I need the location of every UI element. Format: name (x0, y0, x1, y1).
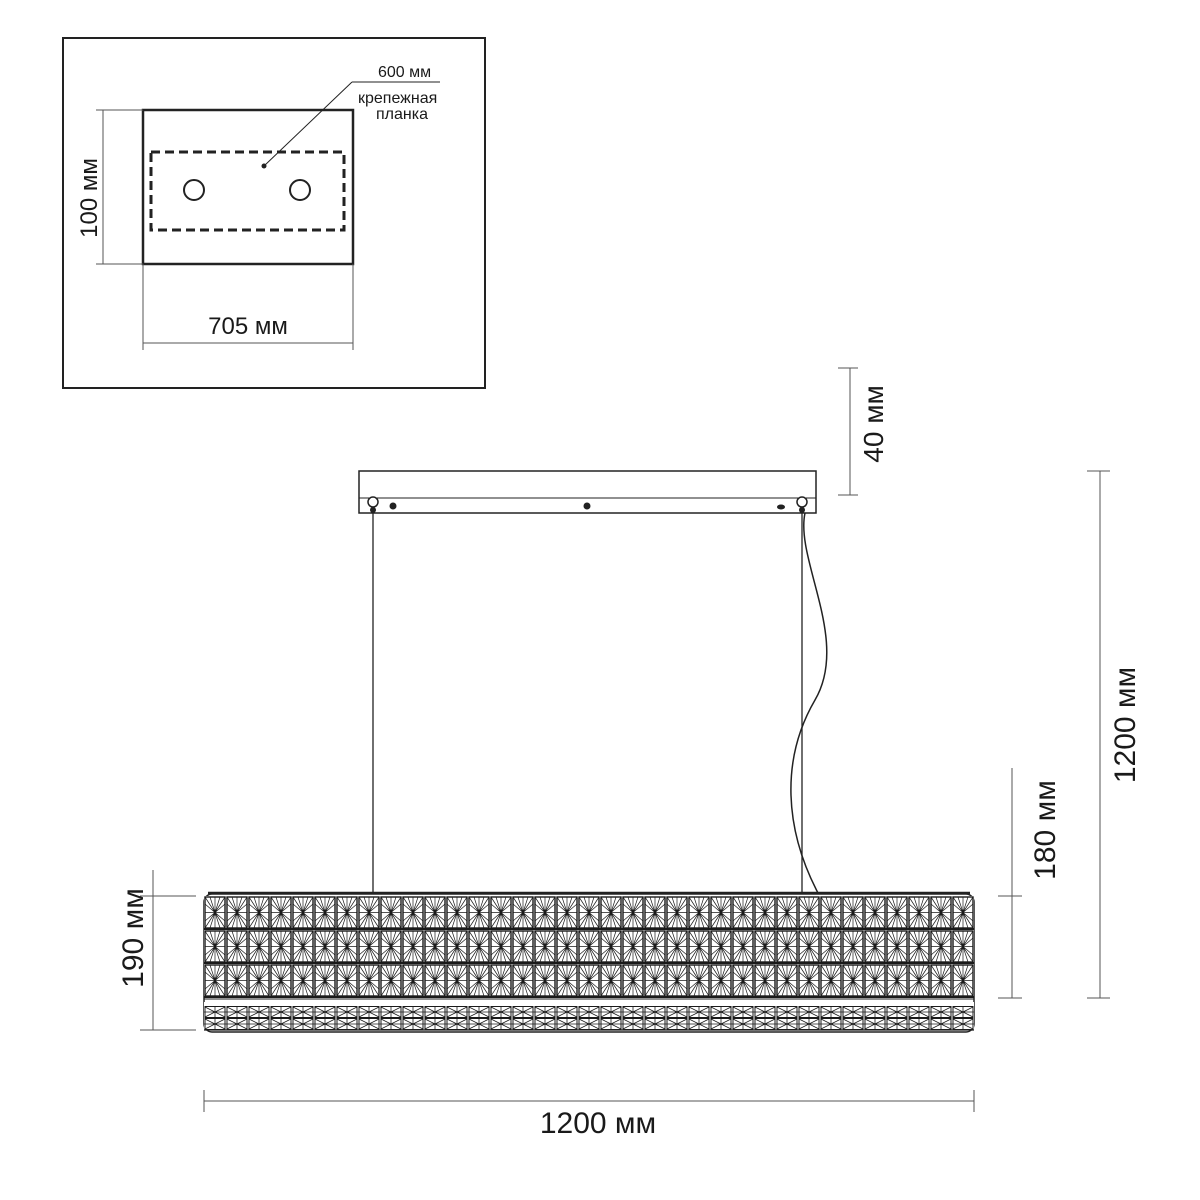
canopy-height-label: 40 мм (858, 385, 889, 462)
canopy-top-view (141, 108, 355, 266)
shade-height-dimension (140, 870, 196, 1031)
ceiling-canopy (358, 470, 817, 514)
width-dimension (203, 1090, 975, 1112)
total-height-dimension (1087, 470, 1110, 999)
inset-note-line2: планка (376, 106, 428, 123)
inset-note-line1: крепежная (358, 90, 437, 107)
shade-side-dimension (998, 768, 1022, 999)
mounting-hole-right (289, 179, 311, 201)
width-label: 1200 мм (540, 1107, 656, 1140)
mounting-plate-outline (149, 150, 346, 232)
inset-height-dimension (96, 109, 143, 265)
canopy-height-dimension (838, 367, 858, 496)
inset-width-dimension (142, 264, 354, 350)
shade-side-label: 180 мм (1029, 780, 1062, 880)
inset-dim-top-label: 600 мм (378, 64, 431, 81)
shade-height-label: 190 мм (117, 888, 150, 988)
mounting-hole-left (183, 179, 205, 201)
crystal-shade (203, 891, 975, 1033)
inset-dim-width-label: 705 мм (208, 313, 288, 340)
inset-frame (62, 37, 486, 389)
inset-dim-height-label: 100 мм (76, 158, 103, 238)
power-cord (790, 512, 828, 894)
total-height-label: 1200 мм (1109, 667, 1142, 783)
plate-leader-line (261, 81, 440, 169)
